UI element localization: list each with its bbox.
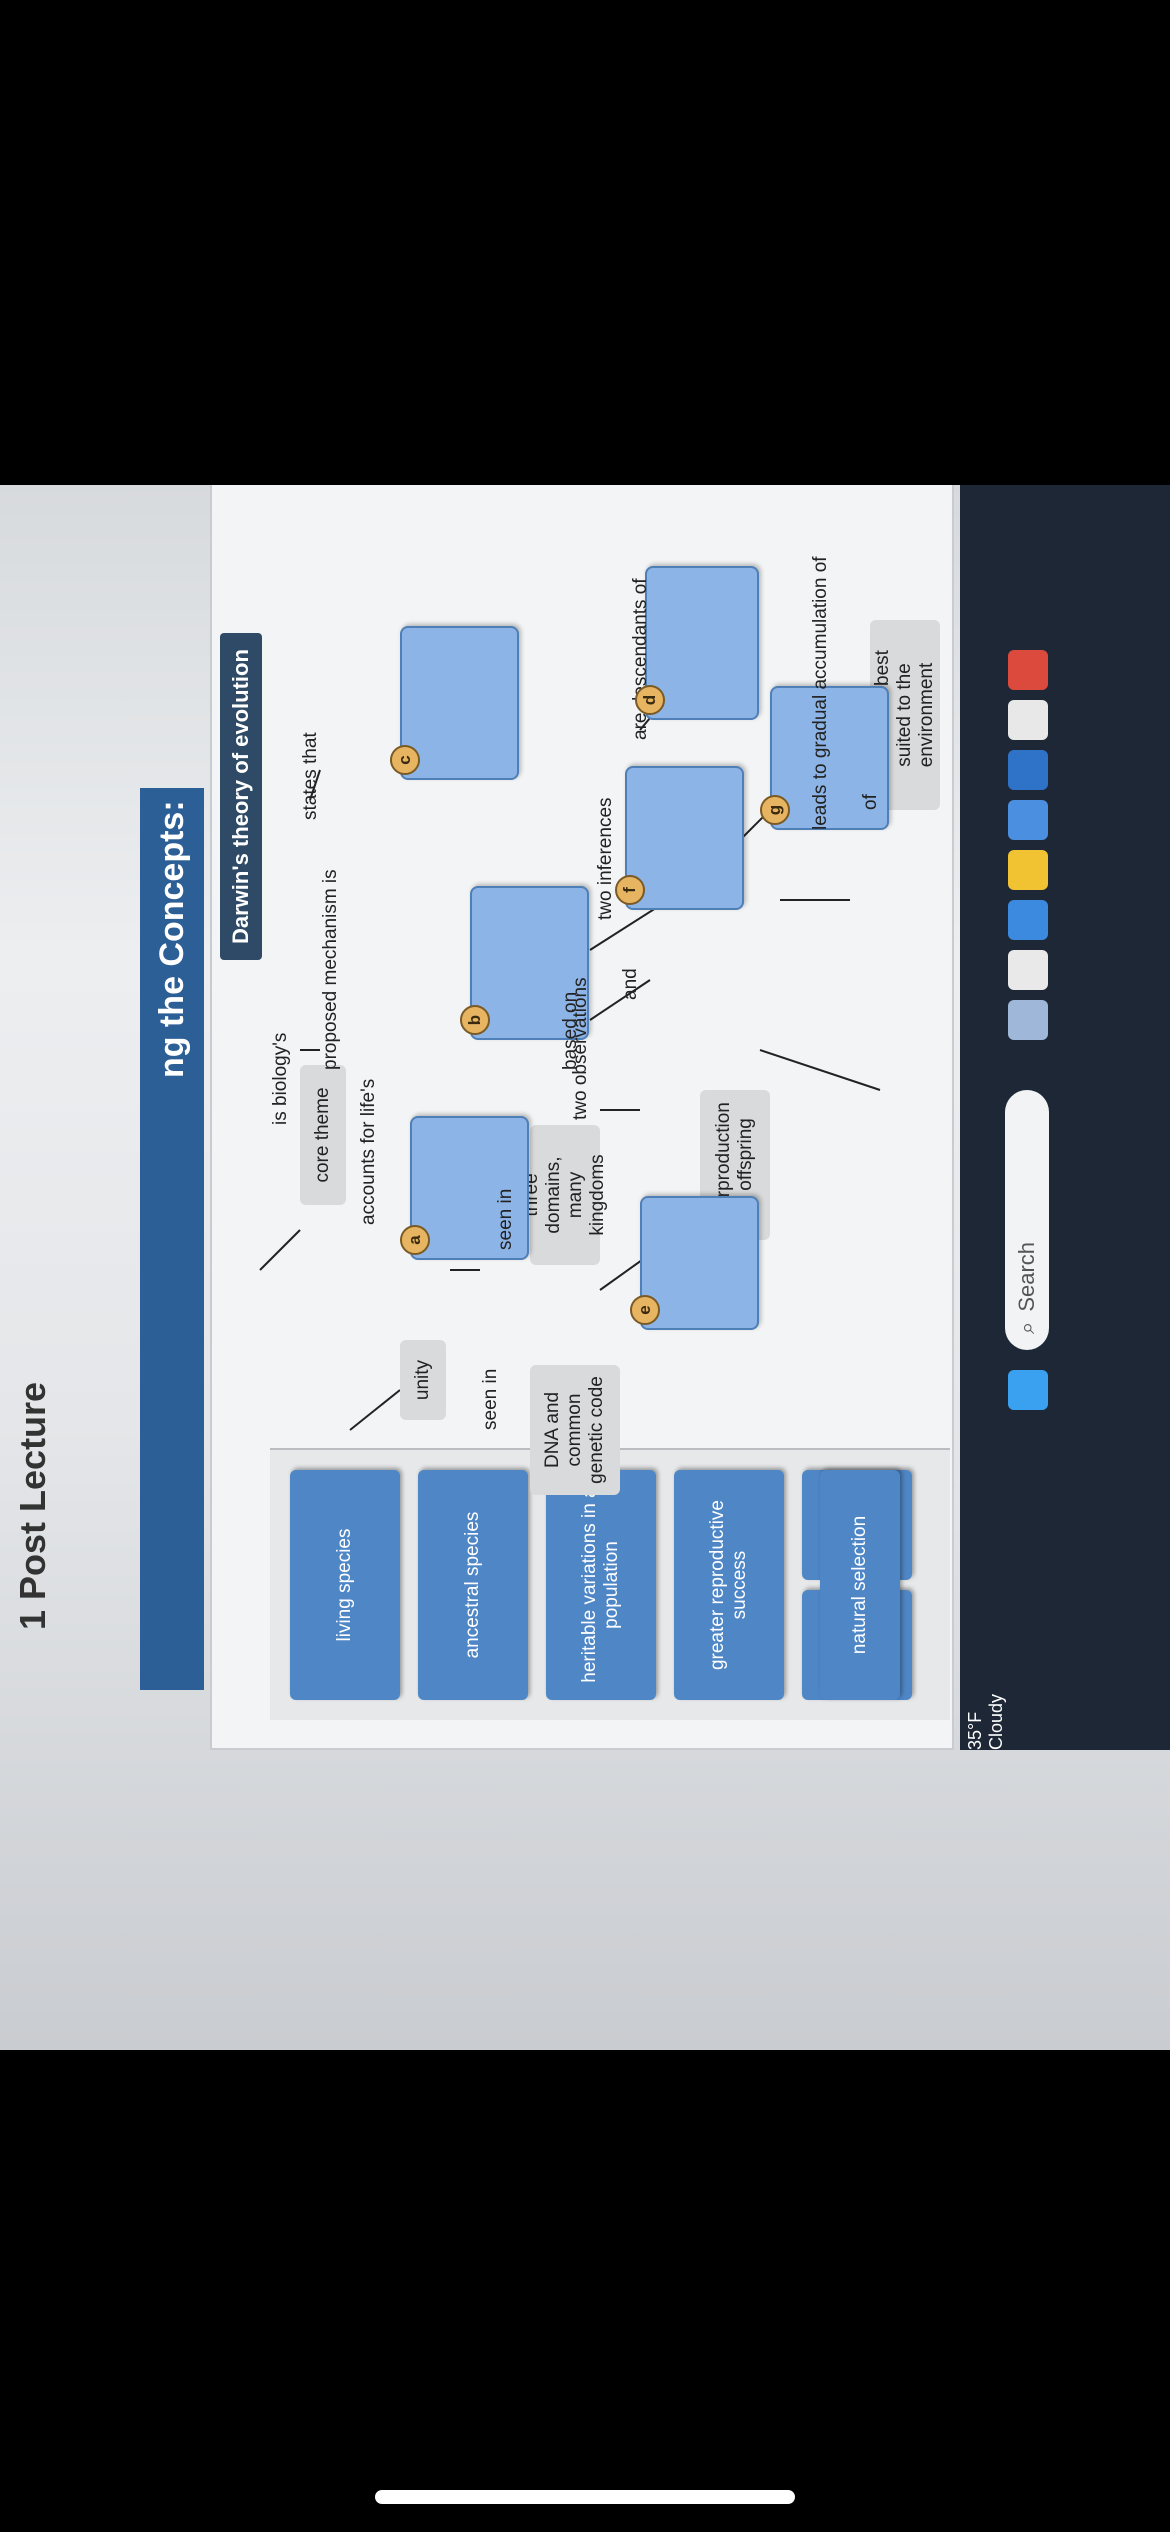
weather-condition: Cloudy [986, 1693, 1006, 1750]
home-indicator[interactable] [375, 2490, 795, 2504]
badge-a: a [400, 1225, 430, 1255]
link-proposed: proposed mechanism is [320, 869, 341, 1070]
concept-three-domains: three domains, many kingdoms [521, 1125, 608, 1265]
link-two-observations: two observations [570, 977, 591, 1120]
badge-d: d [635, 685, 665, 715]
badge-c: c [390, 745, 420, 775]
weather-app-icon[interactable] [1008, 1000, 1048, 1040]
link-seen-in-1: seen in [480, 1368, 501, 1430]
root-concept: Darwin's theory of evolution [220, 633, 262, 960]
taskbar [960, 485, 1170, 1750]
windows-start-icon[interactable] [1008, 1370, 1048, 1410]
badge-f: f [615, 875, 645, 905]
badge-e: e [630, 1295, 660, 1325]
monitor-content: 1 Post Lecture ng the Concepts: Evolutio… [0, 485, 1170, 2050]
link-two-inferences: two inferences [595, 797, 616, 920]
edge-icon[interactable] [1008, 900, 1048, 940]
link-are-descendants: are descendants of [630, 578, 651, 740]
store-icon[interactable] [1008, 800, 1048, 840]
photo-screen: 1 Post Lecture ng the Concepts: Evolutio… [0, 485, 1170, 2050]
task-view-icon[interactable] [1008, 950, 1048, 990]
badge-g: g [760, 795, 790, 825]
link-and: and [620, 968, 641, 1000]
concept-unity: unity [400, 1340, 446, 1420]
concept-core-theme: core theme [300, 1065, 346, 1205]
taskbar-search[interactable]: ⌕ Search [1005, 1090, 1049, 1350]
link-of: of [860, 794, 881, 810]
concept-dna: DNA and common genetic code [530, 1365, 620, 1495]
search-icon: ⌕ [1014, 1321, 1039, 1334]
link-is-biologys: is biology's [270, 1032, 291, 1125]
search-placeholder: Search [1014, 1241, 1039, 1312]
link-states-that: states that [300, 732, 321, 820]
link-accounts-for: accounts for life's [358, 1078, 379, 1225]
media-icon[interactable] [1008, 700, 1048, 740]
link-leads-to: leads to gradual accumulation of [810, 556, 831, 830]
weather-widget[interactable]: 35°F Cloudy [965, 1694, 1007, 1750]
file-explorer-icon[interactable] [1008, 850, 1048, 890]
mail-icon[interactable] [1008, 750, 1048, 790]
chrome-icon[interactable] [1008, 650, 1048, 690]
link-seen-in-2: seen in [495, 1188, 516, 1250]
badge-b: b [460, 1005, 490, 1035]
weather-temp: 35°F [965, 1711, 985, 1750]
